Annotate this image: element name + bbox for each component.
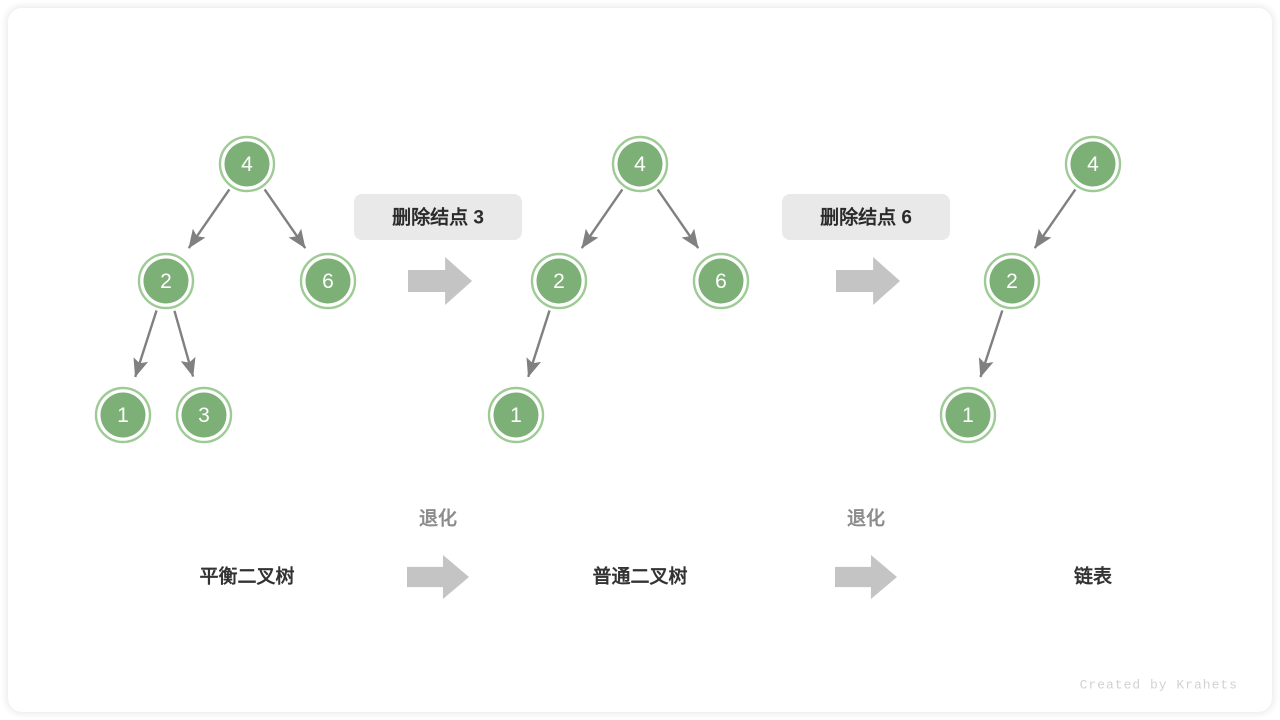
tree-node: 1	[939, 386, 997, 444]
tree-node: 6	[692, 252, 750, 310]
tree-edge	[187, 188, 231, 249]
tree-node-label: 1	[962, 404, 974, 427]
tree-node-label: 2	[1006, 270, 1018, 293]
tree-node-label: 4	[241, 153, 253, 176]
summary-stage-ordinary: 普通二叉树	[592, 565, 687, 588]
tree-node-label: 3	[198, 404, 210, 427]
tree-nodes-layer: 4 2 6 1 3 4 2 6 1 4 2 1	[94, 135, 1122, 444]
tree-nodes-ordinary-tree: 4 2 6 1	[487, 135, 750, 444]
tree-node-label: 2	[160, 270, 172, 293]
tree-edges-balanced-tree	[133, 188, 307, 378]
summary-stage-balanced: 平衡二叉树	[199, 565, 294, 588]
transition-label: 退化	[419, 507, 457, 530]
operation-badge	[354, 194, 522, 240]
diagram-card	[8, 8, 1272, 712]
operation-block-arrow-icon	[408, 257, 472, 305]
operations-layer: 删除结点 3 删除结点 6	[354, 194, 950, 305]
tree-edge	[263, 188, 307, 249]
transition-block-arrow-icon	[407, 555, 469, 599]
tree-node-label: 4	[634, 153, 646, 176]
operation-badge	[782, 194, 950, 240]
tree-edge	[978, 310, 1004, 378]
tree-edges-ordinary-tree	[526, 188, 700, 378]
tree-edge	[133, 310, 158, 378]
tree-nodes-linked-list: 4 2 1	[939, 135, 1122, 444]
tree-node: 3	[175, 386, 233, 444]
summary-transition-degenerate-2: 退化	[835, 507, 897, 599]
tree-nodes-balanced-tree: 4 2 6 1 3	[94, 135, 357, 444]
tree-node-label: 2	[553, 270, 565, 293]
tree-node-label: 4	[1087, 153, 1099, 176]
summary-layer: 平衡二叉树 普通二叉树 链表 退化 退化	[199, 507, 1113, 599]
tree-node: 2	[530, 252, 588, 310]
tree-edge	[173, 310, 196, 377]
tree-node-label: 6	[322, 270, 334, 293]
transition-block-arrow-icon	[835, 555, 897, 599]
summary-stage-list: 链表	[1074, 565, 1113, 588]
operation-delete-3: 删除结点 3	[354, 194, 522, 305]
tree-edges-linked-list	[978, 188, 1077, 378]
operation-badge-label: 删除结点 3	[392, 206, 484, 229]
operation-delete-6: 删除结点 6	[782, 194, 950, 305]
credit-watermark: Created by Krahets	[1080, 678, 1238, 693]
tree-edges-layer	[133, 188, 1077, 378]
tree-node: 1	[94, 386, 152, 444]
tree-node: 1	[487, 386, 545, 444]
operation-block-arrow-icon	[836, 257, 900, 305]
operation-badge-label: 删除结点 6	[820, 206, 912, 229]
tree-edge	[526, 310, 551, 378]
tree-node-label: 1	[117, 404, 129, 427]
tree-edge	[1033, 188, 1077, 249]
tree-node: 2	[137, 252, 195, 310]
tree-node: 2	[983, 252, 1041, 310]
tree-edge	[580, 188, 624, 249]
transition-label: 退化	[847, 507, 885, 530]
tree-node: 6	[299, 252, 357, 310]
tree-edge	[656, 188, 700, 249]
summary-transition-degenerate-1: 退化	[407, 507, 469, 599]
tree-node: 4	[611, 135, 669, 193]
tree-node-label: 6	[715, 270, 727, 293]
tree-node: 4	[218, 135, 276, 193]
tree-node-label: 1	[510, 404, 522, 427]
tree-node: 4	[1064, 135, 1122, 193]
